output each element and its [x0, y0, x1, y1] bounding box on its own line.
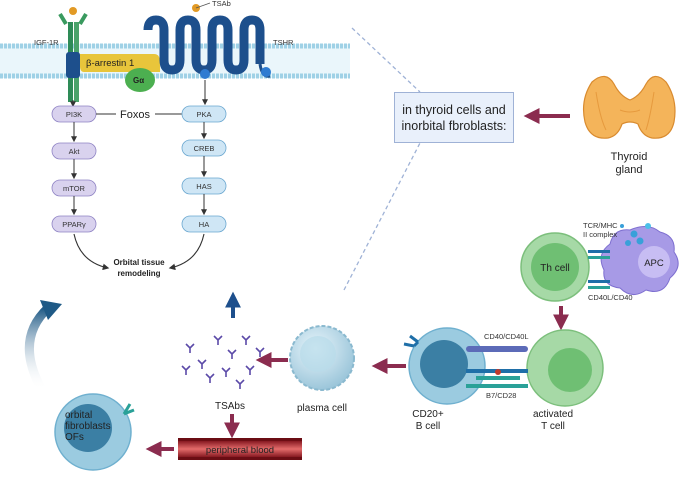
cd20-b-cell: [408, 327, 486, 405]
apc-cell: [600, 223, 679, 295]
thyroid-gland-icon: [582, 75, 676, 139]
node-ppar: PPARγ: [62, 220, 86, 229]
outcome-line1: Orbital tissue: [113, 258, 165, 267]
pathway-right: [181, 105, 227, 233]
node-pka: PKA: [196, 110, 211, 119]
node-creb: CREB: [194, 144, 215, 153]
tcr-label-1: TCR/MHC: [583, 221, 618, 230]
projection-line-bottom: [343, 142, 421, 291]
thyroid-label-2: gland: [616, 164, 643, 176]
node-pi3k: PI3K: [66, 110, 82, 119]
outcome-line2: remodeling: [117, 269, 160, 278]
callout-box: in thyroid cells and inorbital fbroblast…: [394, 92, 514, 143]
node-ha: HA: [199, 220, 209, 229]
foxos-label: Foxos: [120, 109, 150, 121]
g-alpha-protein: [125, 68, 155, 92]
th-cell-label: Th cell: [540, 263, 569, 274]
igf1r-receptor: [58, 7, 88, 102]
tshr-label: TSHR: [273, 38, 294, 47]
cd20-label-1: CD20+: [412, 409, 444, 420]
activated-label-1: activated: [533, 409, 573, 420]
callout-line1: in thyroid cells and: [402, 102, 506, 117]
galpha-label: Gα: [133, 76, 144, 85]
activated-t-cell: [526, 329, 604, 407]
tcr-label-2: II complex: [583, 230, 617, 239]
cd40l-cd40-label: CD40L/CD40: [588, 293, 633, 302]
orbital-fibroblasts-cell: [54, 393, 132, 471]
b-t-connectors: [466, 346, 528, 388]
plasma-label: plasma cell: [297, 403, 347, 414]
tsabs-label: TSAbs: [215, 401, 245, 412]
activated-label-2: T cell: [541, 421, 565, 432]
antibodies-cluster: [181, 335, 265, 389]
projection-line-top: [351, 27, 421, 93]
cd20-label-2: B cell: [416, 421, 440, 432]
feedback-curved-arrow: [25, 300, 62, 393]
node-akt: Akt: [69, 147, 81, 156]
arrestin-label: β-arrestin 1: [86, 58, 134, 69]
of-label-1: orbital: [65, 410, 92, 421]
tsab-label: TSAb: [212, 0, 231, 8]
node-has: HAS: [196, 182, 211, 191]
tcr-mhc-connectors: [588, 250, 610, 289]
igf1r-label: IGF-1R: [34, 38, 59, 47]
of-receptor: [122, 403, 135, 416]
apc-label: APC: [644, 258, 664, 269]
of-label-2: fibroblasts: [65, 421, 111, 432]
bcr-receptor: [403, 334, 420, 348]
plasma-cell: [289, 325, 355, 391]
peripheral-blood-label: peripheral blood: [206, 445, 274, 456]
callout-line2: inorbital fbroblasts:: [401, 118, 507, 133]
peripheral-blood-vessel: [178, 438, 302, 460]
thyroid-label-1: Thyroid: [611, 151, 648, 163]
of-label-3: OFs: [65, 432, 84, 443]
beta-arrestin: [80, 54, 160, 72]
cd40-cd40l-label: CD40/CD40L: [484, 332, 529, 341]
tshr-receptor: [143, 15, 271, 79]
th-cell: [520, 232, 590, 302]
node-mtor: mTOR: [63, 184, 86, 193]
b7-cd28-label: B7/CD28: [486, 391, 516, 400]
pathway-left: [51, 105, 97, 233]
